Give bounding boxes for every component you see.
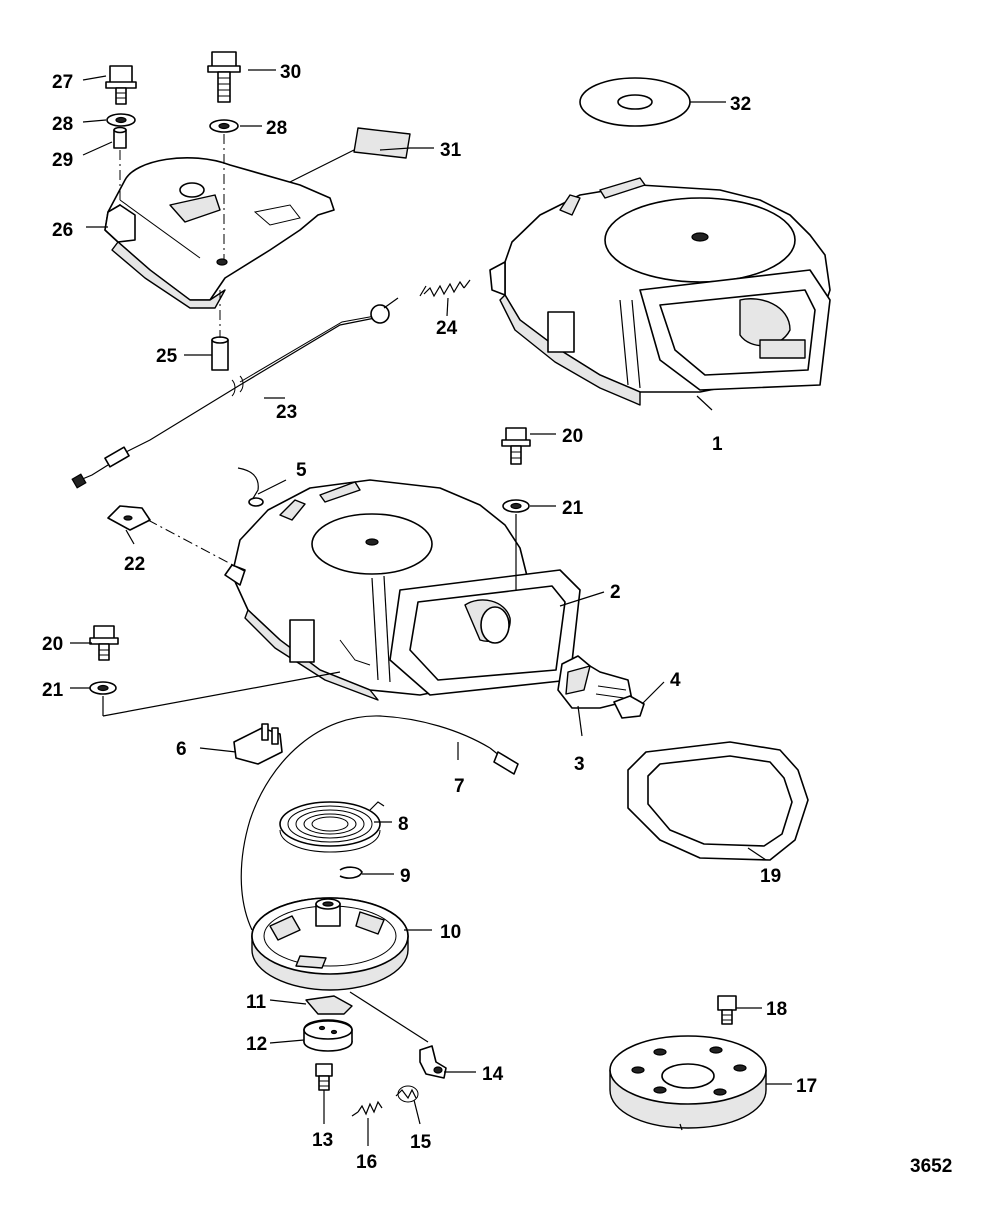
part-10-reel	[251, 897, 409, 991]
callout-9: 9	[400, 866, 411, 887]
part-22-plate	[107, 505, 151, 531]
callout-27: 27	[52, 72, 73, 93]
callout-labels: 27 30 32 28 28 29 31 26 24 25 23 1 5 20 …	[42, 62, 952, 1177]
callout-12: 12	[246, 1034, 267, 1055]
part-21-washer-a	[502, 499, 530, 513]
callout-11: 11	[246, 992, 267, 1013]
callout-19: 19	[760, 866, 781, 887]
callout-10: 10	[440, 922, 461, 943]
part-24-spring	[419, 279, 471, 298]
part-26-cover	[104, 157, 335, 309]
callout-13: 13	[312, 1130, 333, 1151]
callout-17: 17	[796, 1076, 817, 1097]
part-20-bolt-a	[501, 427, 531, 465]
part-2-starter-housing	[224, 479, 581, 701]
part-21-washer-b	[89, 681, 117, 695]
callout-31: 31	[440, 140, 462, 161]
callout-30: 30	[280, 62, 301, 83]
part-14-pawl	[419, 1045, 447, 1079]
callout-23: 23	[276, 402, 297, 423]
part-5-clip	[237, 467, 264, 507]
callout-21a: 21	[562, 498, 584, 519]
part-6-pawl	[233, 723, 283, 765]
assembly-lines	[102, 134, 517, 1043]
part-15-spring	[395, 1085, 419, 1103]
part-23-cable	[71, 297, 399, 489]
part-29-spacer	[113, 126, 127, 149]
part-16-spring	[351, 1100, 383, 1117]
callout-28a: 28	[52, 114, 73, 135]
callout-2: 2	[610, 582, 621, 603]
part-8-recoil-spring	[279, 801, 385, 853]
part-25-sleeve	[211, 336, 229, 371]
callout-20a: 20	[562, 426, 583, 447]
callout-21b: 21	[42, 680, 64, 701]
callout-4: 4	[670, 670, 681, 691]
part-9-clip	[339, 866, 363, 879]
part-4-handle-insert	[613, 695, 645, 719]
part-28-washer-b	[209, 119, 239, 133]
callout-1: 1	[712, 434, 723, 455]
callout-3: 3	[574, 754, 585, 775]
callout-8: 8	[398, 814, 409, 835]
part-17-plate	[609, 1035, 767, 1131]
part-7-rope	[240, 715, 519, 931]
callout-25: 25	[156, 346, 178, 367]
callout-22: 22	[124, 554, 145, 575]
part-30-bolt	[207, 51, 241, 103]
callout-24: 24	[436, 318, 458, 339]
callout-6: 6	[176, 739, 187, 760]
part-13-screw	[315, 1063, 333, 1091]
part-28-washer-a	[106, 113, 136, 127]
part-12-cap	[303, 1019, 353, 1052]
part-27-bolt	[105, 65, 137, 105]
leader-lines	[70, 69, 792, 1146]
part-32-decal	[579, 77, 691, 127]
callout-29: 29	[52, 150, 73, 171]
callout-15: 15	[410, 1132, 432, 1153]
part-18-screw	[717, 995, 737, 1025]
callout-20b: 20	[42, 634, 63, 655]
part-3-handle	[557, 655, 633, 709]
callout-16: 16	[356, 1152, 377, 1173]
part-11-friction-plate	[305, 995, 353, 1015]
callout-18: 18	[766, 999, 787, 1020]
callout-32: 32	[730, 94, 751, 115]
figure-number: 3652	[910, 1156, 952, 1177]
part-1-starter-housing	[489, 177, 831, 406]
part-19-gasket	[627, 741, 809, 861]
part-31-label	[353, 127, 411, 159]
part-20-bolt-b	[89, 625, 119, 661]
callout-14: 14	[482, 1064, 504, 1085]
callout-28b: 28	[266, 118, 287, 139]
callout-7: 7	[454, 776, 465, 797]
callout-5: 5	[296, 460, 307, 481]
callout-26: 26	[52, 220, 73, 241]
